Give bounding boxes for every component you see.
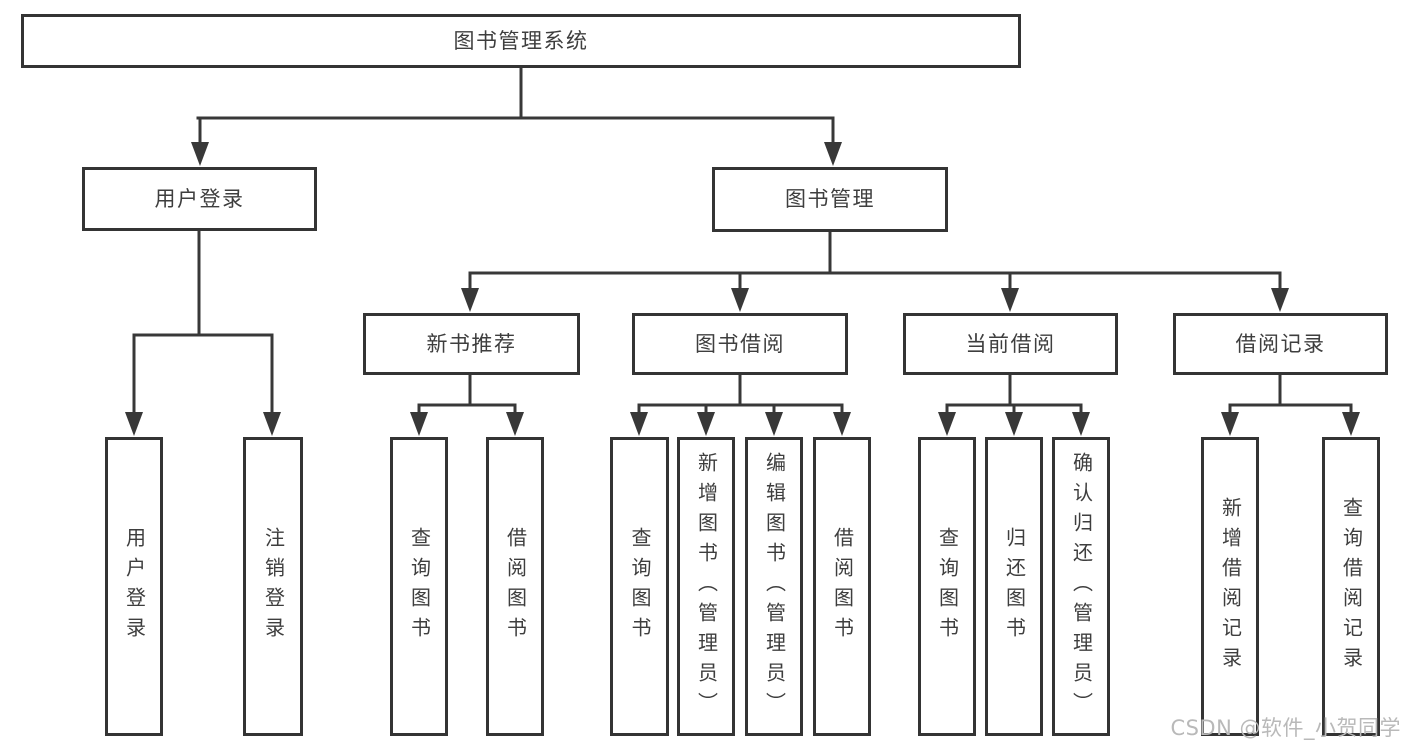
node-user-login: 用户登录 xyxy=(82,167,317,231)
arrowhead-down-icon xyxy=(630,412,648,436)
arrowhead-down-icon xyxy=(125,412,143,436)
arrowhead-down-icon xyxy=(1271,288,1289,312)
node-query-books-current: 查询图书 xyxy=(918,437,976,736)
arrowhead-down-icon xyxy=(1072,412,1090,436)
node-query-books-borrow: 查询图书 xyxy=(610,437,669,736)
arrowhead-down-icon xyxy=(1001,288,1019,312)
arrowhead-down-icon xyxy=(1342,412,1360,436)
arrowhead-down-icon xyxy=(731,288,749,312)
node-add-borrow-record: 新增借阅记录 xyxy=(1201,437,1259,736)
node-edit-books-admin: 编辑图书（管理员） xyxy=(745,437,803,736)
node-borrow-books: 借阅图书 xyxy=(813,437,871,736)
arrowhead-down-icon xyxy=(1221,412,1239,436)
arrowhead-down-icon xyxy=(410,412,428,436)
node-root: 图书管理系统 xyxy=(21,14,1021,68)
node-book-borrow: 图书借阅 xyxy=(632,313,848,375)
node-borrow-books-recommend: 借阅图书 xyxy=(486,437,544,736)
arrowhead-down-icon xyxy=(765,412,783,436)
arrowhead-down-icon xyxy=(824,142,842,166)
node-return-books: 归还图书 xyxy=(985,437,1043,736)
node-login: 用户登录 xyxy=(105,437,163,736)
node-confirm-return-admin: 确认归还（管理员） xyxy=(1052,437,1110,736)
node-query-borrow-record: 查询借阅记录 xyxy=(1322,437,1380,736)
node-borrow-records: 借阅记录 xyxy=(1173,313,1388,375)
node-book-management: 图书管理 xyxy=(712,167,948,232)
arrowhead-down-icon xyxy=(191,142,209,166)
arrowhead-down-icon xyxy=(263,412,281,436)
arrowhead-down-icon xyxy=(833,412,851,436)
arrowhead-down-icon xyxy=(938,412,956,436)
arrowhead-down-icon xyxy=(506,412,524,436)
csdn-watermark: CSDN @软件_小贺同学 xyxy=(1170,716,1401,740)
arrowhead-down-icon xyxy=(1005,412,1023,436)
node-query-books-recommend: 查询图书 xyxy=(390,437,448,736)
node-current-borrow: 当前借阅 xyxy=(903,313,1118,375)
arrowhead-down-icon xyxy=(697,412,715,436)
node-new-book-recommend: 新书推荐 xyxy=(363,313,580,375)
node-add-books-admin: 新增图书（管理员） xyxy=(677,437,735,736)
arrowhead-down-icon xyxy=(461,288,479,312)
node-logout: 注销登录 xyxy=(243,437,303,736)
